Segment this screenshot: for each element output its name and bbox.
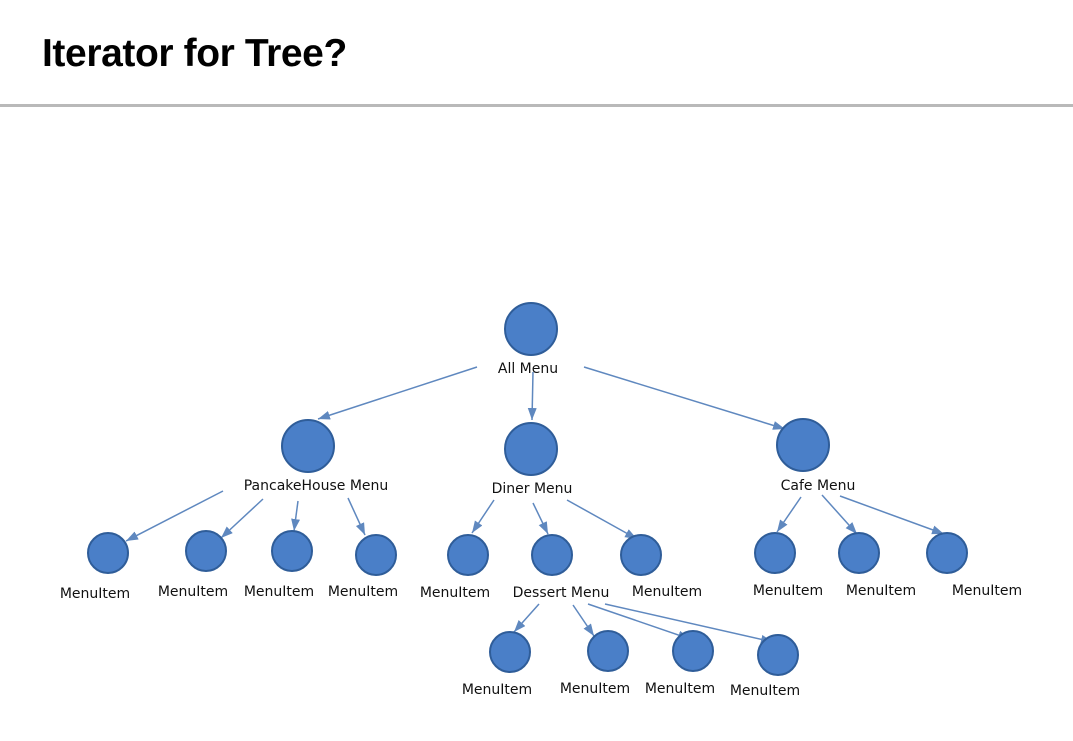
edge-diner-dessert: [532, 502, 549, 535]
node-label-c1: MenuItem: [753, 583, 823, 599]
edge-dessert-s3: [587, 603, 691, 640]
node-c3: [926, 532, 968, 574]
title-divider: [0, 104, 1073, 107]
node-all: [504, 302, 558, 356]
node-label-c2: MenuItem: [846, 583, 916, 599]
edge-dessert-s1: [513, 603, 540, 633]
node-pancake: [281, 419, 335, 473]
node-label-dessert: Dessert Menu: [513, 585, 610, 601]
nodes-layer: [87, 302, 968, 676]
edge-cafe-c1: [776, 496, 802, 533]
node-diner: [504, 422, 558, 476]
node-c2: [838, 532, 880, 574]
node-label-s3: MenuItem: [645, 681, 715, 697]
edge-dessert-s4: [604, 603, 774, 644]
edge-pancake-p4: [347, 497, 366, 536]
node-label-p4: MenuItem: [328, 584, 398, 600]
node-label-pancake: PancakeHouse Menu: [244, 478, 389, 494]
node-label-s4: MenuItem: [730, 683, 800, 699]
node-p2: [185, 530, 227, 572]
node-p3: [271, 530, 313, 572]
edge-all-cafe: [583, 366, 786, 430]
node-label-s2: MenuItem: [560, 681, 630, 697]
node-p4: [355, 534, 397, 576]
node-cafe: [776, 418, 830, 472]
node-label-s1: MenuItem: [462, 682, 532, 698]
edge-all-pancake: [317, 366, 478, 420]
edge-diner-d1: [471, 499, 495, 534]
edge-dessert-s2: [572, 604, 595, 637]
edge-cafe-c2: [821, 494, 858, 535]
edge-pancake-p1: [125, 490, 224, 542]
node-dessert: [531, 534, 573, 576]
edge-pancake-p3: [291, 500, 301, 532]
node-label-p3: MenuItem: [244, 584, 314, 600]
node-d3: [620, 534, 662, 576]
node-p1: [87, 532, 129, 574]
node-label-c3: MenuItem: [952, 583, 1022, 599]
node-label-d1: MenuItem: [420, 585, 490, 601]
node-label-all: All Menu: [498, 361, 558, 377]
node-s3: [672, 630, 714, 672]
node-s2: [587, 630, 629, 672]
node-s4: [757, 634, 799, 676]
edge-pancake-p2: [220, 498, 264, 539]
edge-diner-d3: [566, 499, 638, 540]
node-s1: [489, 631, 531, 673]
edges-layer: [125, 366, 945, 644]
node-label-p1: MenuItem: [60, 586, 130, 602]
node-d1: [447, 534, 489, 576]
node-label-p2: MenuItem: [158, 584, 228, 600]
node-c1: [754, 532, 796, 574]
page-title: Iterator for Tree?: [42, 32, 347, 75]
node-label-d3: MenuItem: [632, 584, 702, 600]
edge-cafe-c3: [839, 495, 945, 535]
node-label-cafe: Cafe Menu: [781, 478, 856, 494]
node-label-diner: Diner Menu: [492, 481, 573, 497]
edge-all-diner: [527, 371, 537, 421]
